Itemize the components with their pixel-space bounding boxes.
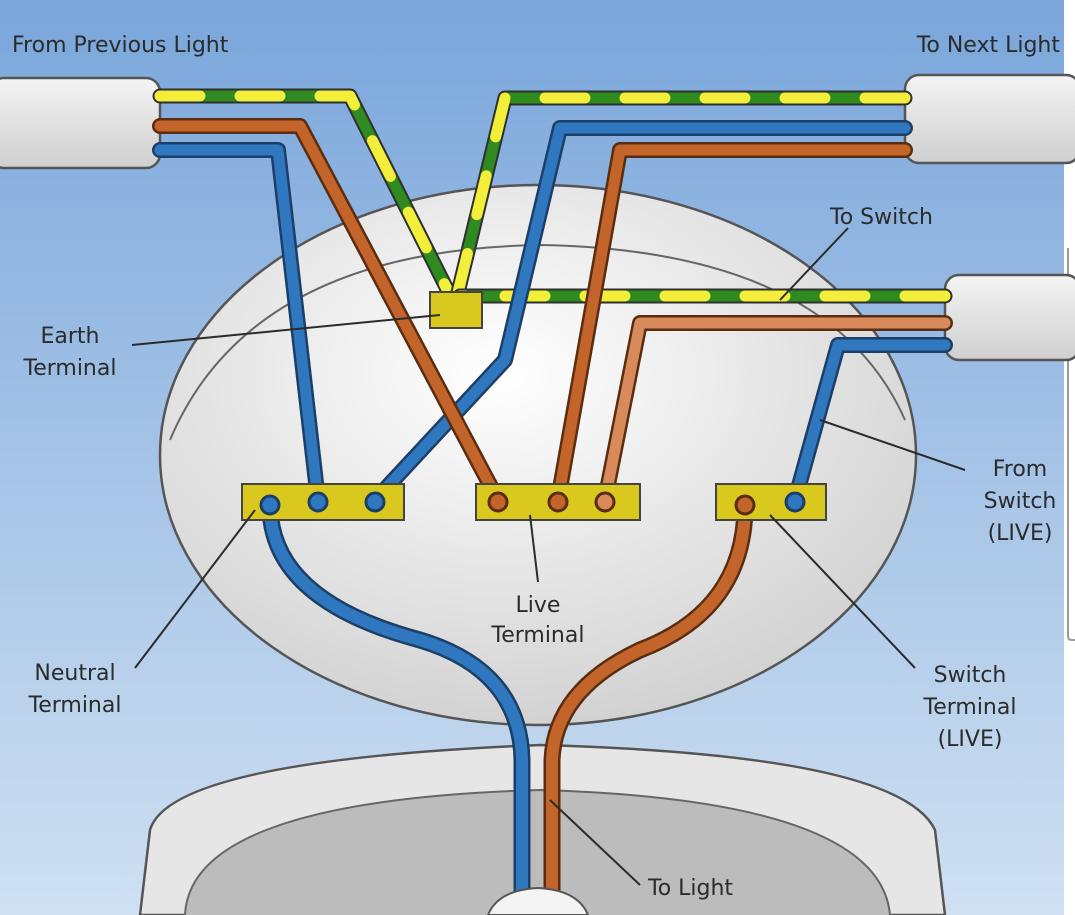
cable-to-next: [903, 73, 1075, 165]
lamp-holder: [486, 886, 590, 915]
label-live-terminal: Terminal: [491, 623, 585, 648]
label-from-switch-live: (LIVE): [988, 521, 1053, 546]
earth-wires: [152, 88, 953, 313]
label-earth-terminal: Terminal: [23, 356, 117, 381]
label-from-previous-light: From Previous Light: [12, 33, 229, 58]
label-to-next-light: To Next Light: [916, 33, 1061, 58]
label-live: Live: [516, 593, 561, 618]
wire-ends: [259, 491, 806, 516]
edge-panel-outline: [1067, 248, 1075, 641]
cable-from-previous: [0, 76, 162, 170]
label-switch-terminal: Terminal: [923, 695, 1017, 720]
edge-panel: [1064, 0, 1075, 915]
cable-to-switch: [943, 273, 1075, 362]
label-earth: Earth: [41, 324, 100, 349]
label-to-switch: To Switch: [829, 205, 933, 230]
neutral-wires: [152, 120, 953, 915]
leader-lines: [131, 227, 966, 886]
label-neutral-terminal: Terminal: [28, 693, 122, 718]
label-switch-terminal-live: (LIVE): [938, 727, 1003, 752]
label-from-switch: Switch: [984, 489, 1057, 514]
label-from: From: [993, 457, 1048, 482]
label-neutral: Neutral: [34, 661, 115, 686]
earth-terminal-block: [429, 291, 483, 329]
label-to-light: To Light: [647, 876, 733, 901]
rose-cover-inner: [184, 788, 891, 915]
live-wires: [152, 118, 953, 915]
switch-terminal-block: [715, 483, 827, 521]
label-switch: Switch: [934, 663, 1007, 688]
